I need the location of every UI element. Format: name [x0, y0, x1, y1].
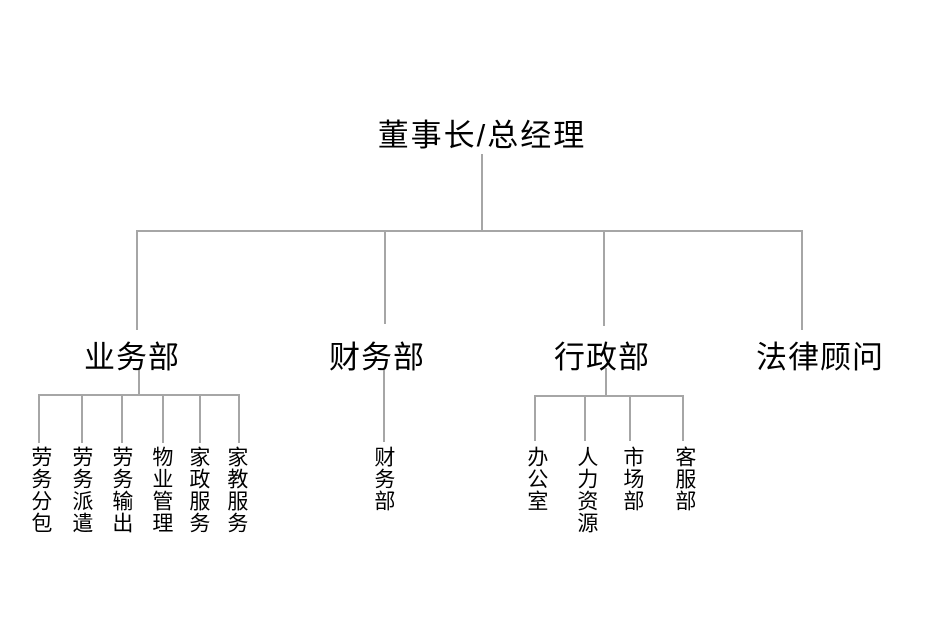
node-labor-subcontracting: 劳务分包	[28, 446, 52, 534]
node-finance-dept-leaf: 财务部	[371, 446, 395, 512]
node-legal-advisor: 法律顾问	[756, 340, 884, 375]
node-property-management: 物业管理	[149, 446, 173, 534]
node-chairman-general-manager: 董事长/总经理	[377, 118, 587, 153]
node-business-dept: 业务部	[84, 340, 180, 375]
node-admin-dept: 行政部	[554, 340, 650, 375]
node-tutoring-service: 家教服务	[224, 446, 248, 534]
node-labor-export: 劳务输出	[109, 446, 133, 534]
node-office: 办公室	[524, 446, 548, 512]
node-human-resources: 人力资源	[574, 446, 598, 534]
node-finance-dept: 财务部	[329, 340, 425, 375]
node-housekeeping-service: 家政服务	[186, 446, 210, 534]
node-labor-dispatch: 劳务派遣	[69, 446, 93, 534]
node-marketing-dept: 市场部	[620, 446, 644, 512]
node-customer-service-dept: 客服部	[672, 446, 696, 512]
